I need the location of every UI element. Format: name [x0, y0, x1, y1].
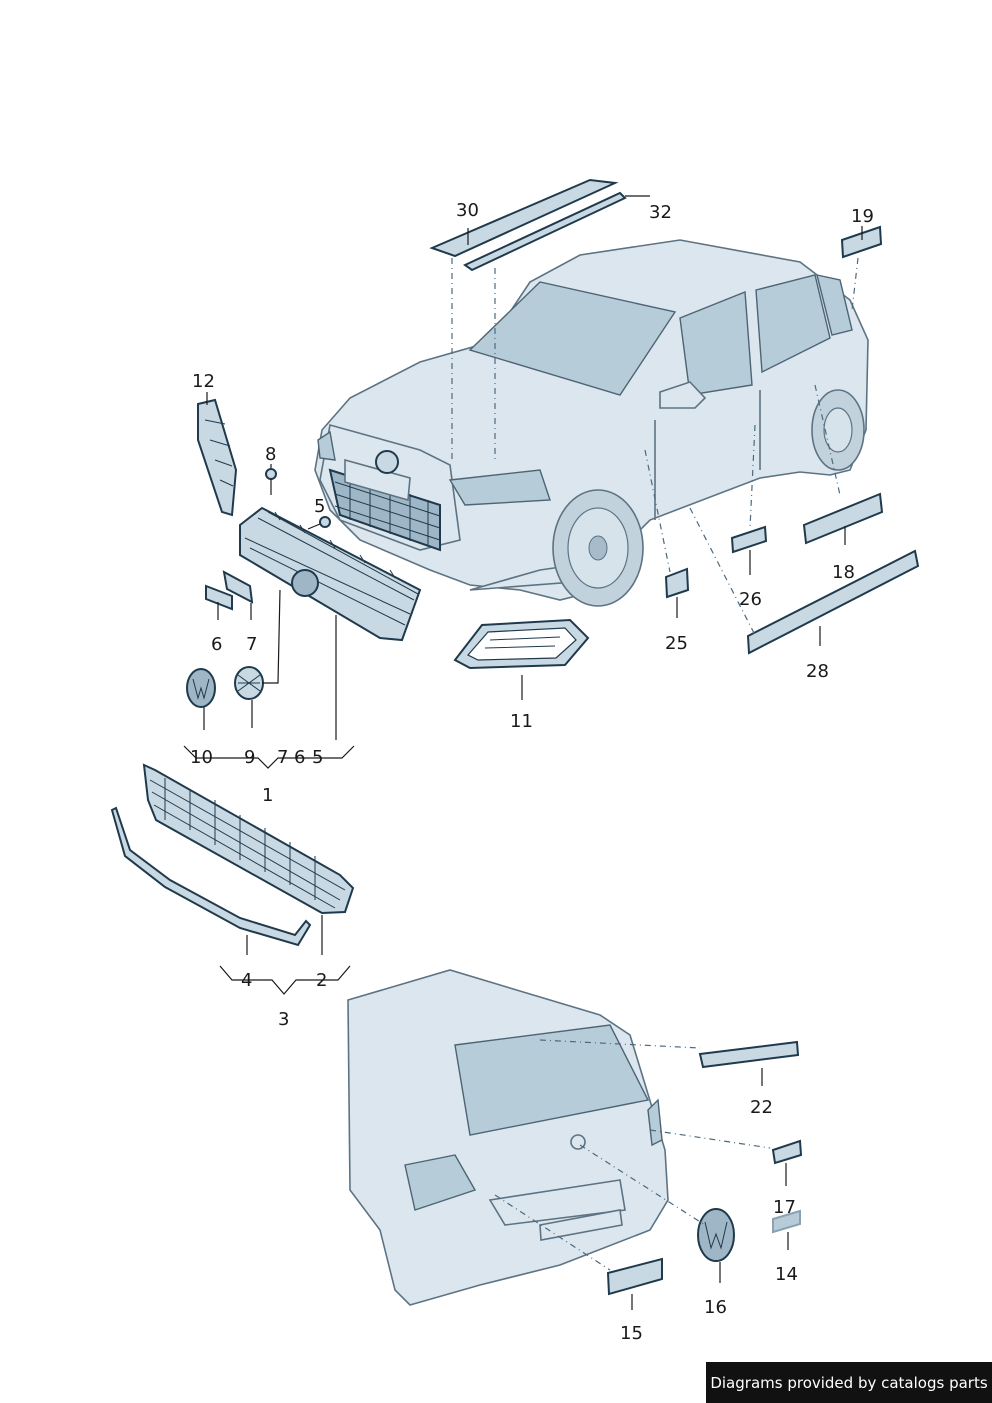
label-26: 26 — [739, 589, 762, 610]
label-11: 11 — [510, 711, 533, 732]
part-number-labels: 30 32 19 12 8 5 18 26 6 7 25 28 11 10 9 … — [190, 200, 874, 1344]
label-7: 7 — [246, 634, 257, 655]
label-9: 9 — [244, 747, 255, 768]
label-5: 5 — [314, 496, 325, 517]
part-15-plate — [606, 1257, 663, 1296]
label-8: 8 — [265, 444, 276, 465]
part-1-radiator-grille — [239, 506, 422, 642]
rear-car-illustration — [347, 969, 669, 1306]
leader-lines — [183, 195, 863, 1310]
part-12-headlamp-frame — [197, 398, 238, 517]
rear-wheel — [811, 389, 865, 471]
part-5-screw — [307, 516, 331, 530]
label-12: 12 — [192, 371, 215, 392]
label-4: 4 — [241, 970, 252, 991]
part-30-strip — [429, 178, 619, 258]
part-28-moulding — [746, 549, 920, 655]
credit-banner: Diagrams provided by catalogs parts — [706, 1362, 992, 1403]
label-25: 25 — [665, 633, 688, 654]
part-8-screw — [265, 468, 277, 495]
rear-window — [454, 1024, 650, 1136]
label-18: 18 — [832, 562, 855, 583]
label-28: 28 — [806, 661, 829, 682]
part-9-emblem — [234, 666, 264, 700]
label-7b: 7 — [277, 747, 288, 768]
part-17-badge — [771, 1139, 803, 1165]
label-2: 2 — [316, 970, 327, 991]
label-10: 10 — [190, 747, 213, 768]
label-6b: 6 — [294, 747, 305, 768]
part-4-trim — [110, 806, 312, 947]
label-14: 14 — [775, 1264, 798, 1285]
label-3: 3 — [278, 1009, 289, 1030]
part-6-badge — [205, 584, 233, 611]
part-14-badge — [772, 1209, 801, 1234]
part-32-strip — [463, 191, 627, 272]
front-car-illustration — [314, 239, 869, 607]
front-hood-emblem — [375, 450, 399, 474]
label-32: 32 — [649, 202, 672, 223]
part-25-badge — [664, 567, 690, 599]
front-wheel — [552, 489, 644, 607]
label-5b: 5 — [312, 747, 323, 768]
label-6: 6 — [211, 634, 222, 655]
side-mirror — [659, 381, 707, 409]
label-30: 30 — [456, 200, 479, 221]
part-22-strip — [698, 1040, 800, 1069]
label-17: 17 — [773, 1197, 796, 1218]
label-22: 22 — [750, 1097, 773, 1118]
part-7-badge — [222, 570, 254, 604]
part-19-badge — [840, 225, 883, 259]
label-16: 16 — [704, 1297, 727, 1318]
part-26-badge — [730, 525, 768, 554]
rear-tail-lamp-left — [404, 1154, 477, 1211]
part-10-emblem — [186, 668, 216, 708]
label-19: 19 — [851, 206, 874, 227]
label-1: 1 — [262, 785, 273, 806]
part-18-strip — [802, 492, 884, 545]
part-11-fog-frame — [453, 618, 590, 670]
part-2-lower-grille — [142, 763, 355, 915]
label-15: 15 — [620, 1323, 643, 1344]
part-16-rear-emblem — [697, 1208, 735, 1262]
